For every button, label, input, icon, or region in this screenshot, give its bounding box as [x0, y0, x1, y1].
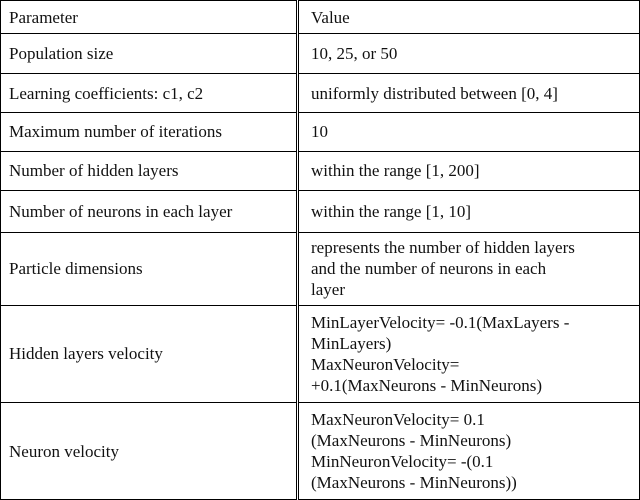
- row-parameter: Population size: [0, 33, 299, 74]
- row-value: MinLayerVelocity= -0.1(MaxLayers - MinLa…: [297, 304, 640, 404]
- table-row: Number of hidden layers within the range…: [0, 150, 640, 192]
- row-parameter: Hidden layers velocity: [0, 304, 299, 404]
- row-value: 10, 25, or 50: [297, 33, 640, 74]
- row-parameter: Number of hidden layers: [0, 150, 299, 192]
- table-row: Population size 10, 25, or 50: [0, 33, 640, 74]
- table-header-row: Parameter Value: [0, 0, 640, 35]
- table-row: Learning coefficients: c1, c2 uniformly …: [0, 72, 640, 114]
- table-row: Neuron velocity MaxNeuronVelocity= 0.1 (…: [0, 402, 640, 500]
- header-parameter: Parameter: [0, 0, 299, 35]
- row-parameter: Learning coefficients: c1, c2: [0, 72, 299, 114]
- table-row: Number of neurons in each layer within t…: [0, 190, 640, 233]
- row-parameter: Neuron velocity: [0, 402, 299, 500]
- header-value: Value: [297, 0, 640, 35]
- row-value: 10: [297, 112, 640, 152]
- row-value: within the range [1, 200]: [297, 150, 640, 192]
- row-value: within the range [1, 10]: [297, 190, 640, 233]
- row-value: uniformly distributed between [0, 4]: [297, 72, 640, 114]
- table-row: Maximum number of iterations 10: [0, 112, 640, 152]
- row-parameter: Number of neurons in each layer: [0, 190, 299, 233]
- row-parameter: Particle dimensions: [0, 231, 299, 306]
- table-row: Particle dimensions represents the numbe…: [0, 231, 640, 306]
- row-value: represents the number of hidden layers a…: [297, 231, 640, 306]
- table-row: Hidden layers velocity MinLayerVelocity=…: [0, 304, 640, 404]
- row-parameter: Maximum number of iterations: [0, 112, 299, 152]
- row-value: MaxNeuronVelocity= 0.1 (MaxNeurons - Min…: [297, 402, 640, 500]
